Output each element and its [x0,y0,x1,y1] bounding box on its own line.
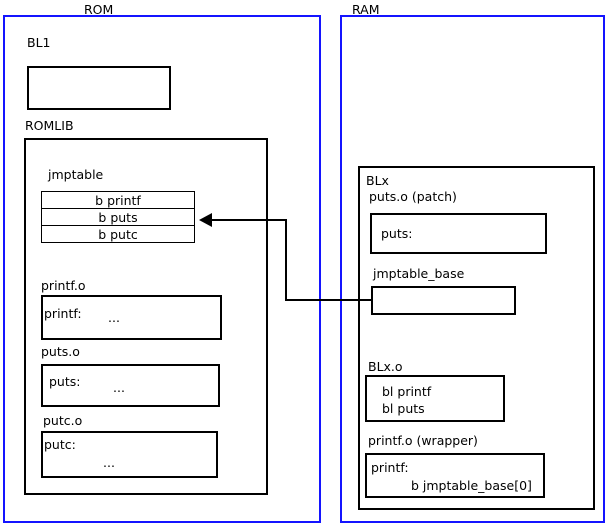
blx-label: BLx [366,173,389,188]
bl1-box [27,66,171,110]
puts-o-symbol: puts: [49,374,81,389]
jmptable-row-1: b puts [41,208,195,226]
printf-wrapper-instruction: b jmptable_base[0] [411,478,532,493]
printf-o-body: ... [108,310,120,325]
connector-segment-horizontal-upper [211,219,287,221]
blx-o-label: BLx.o [368,359,403,374]
printf-wrapper-label: printf.o (wrapper) [368,433,478,448]
jmptable-base-label: jmptable_base [373,266,465,281]
printf-o-box: printf: ... [41,295,222,340]
jmptable-base-box [371,286,516,315]
blx-o-box: bl printf bl puts [365,375,505,422]
blx-o-line-1: bl printf [382,384,432,399]
connector-segment-vertical [285,219,287,301]
putc-o-label: putc.o [43,413,83,428]
puts-patch-box: puts: [370,213,547,254]
jmptable-row-0: b printf [41,191,195,209]
putc-o-body: ... [103,455,115,470]
puts-o-body: ... [113,380,125,395]
printf-o-symbol: printf: [44,306,82,321]
puts-patch-symbol: puts: [381,226,413,241]
ram-region [340,15,605,523]
romlib-label: ROMLIB [25,118,74,133]
printf-wrapper-box: printf: b jmptable_base[0] [365,453,545,498]
connector-arrowhead-icon [199,213,212,227]
bl1-label: BL1 [27,35,51,50]
rom-region-title: ROM [84,2,114,17]
ram-region-title: RAM [352,2,380,17]
printf-wrapper-symbol: printf: [371,460,409,475]
jmptable-row-2: b putc [41,225,195,243]
printf-o-label: printf.o [41,278,86,293]
jmptable-label: jmptable [48,167,104,182]
putc-o-box: putc: ... [41,431,218,478]
puts-o-box: puts: ... [41,364,220,407]
rom-region [3,15,321,523]
blx-o-line-2: bl puts [382,401,425,416]
putc-o-symbol: putc: [44,437,76,452]
puts-patch-label: puts.o (patch) [369,189,457,204]
connector-segment-horizontal-lower [285,299,373,301]
puts-o-label: puts.o [41,344,80,359]
